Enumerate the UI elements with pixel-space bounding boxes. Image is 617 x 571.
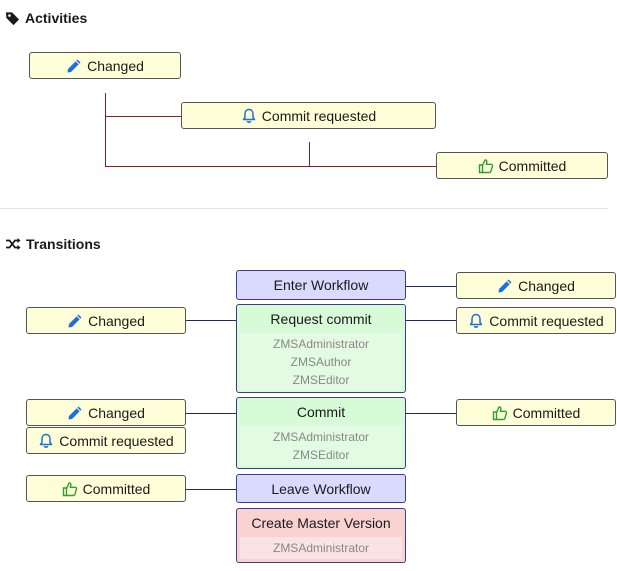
transition-connector xyxy=(405,286,456,287)
activity-label: Changed xyxy=(88,312,145,329)
role-item: ZMSAdministrator xyxy=(272,541,370,555)
transition-title: Commit xyxy=(296,404,346,420)
transition-commit[interactable]: Commit ZMSAdministrator ZMSEditor xyxy=(236,397,406,469)
bell-icon xyxy=(241,108,257,124)
activity-label: Committed xyxy=(498,157,567,174)
transition-enter-workflow[interactable]: Enter Workflow xyxy=(236,270,406,300)
commit-source-commit-requested[interactable]: Commit requested xyxy=(26,427,186,454)
enter-workflow-target-changed[interactable]: Changed xyxy=(456,272,616,299)
role-item: ZMSAuthor xyxy=(290,355,352,369)
transition-leave-workflow[interactable]: Leave Workflow xyxy=(236,474,406,503)
pencil-icon xyxy=(67,405,83,421)
activity-committed[interactable]: Committed xyxy=(436,152,608,179)
transition-connector xyxy=(185,489,237,490)
role-item: ZMSAdministrator xyxy=(272,337,370,351)
activity-label: Commit requested xyxy=(59,432,174,449)
transitions-heading: Transitions xyxy=(5,236,101,252)
transition-title: Leave Workflow xyxy=(271,480,371,497)
request-commit-target-commit-requested[interactable]: Commit requested xyxy=(456,307,616,334)
commit-source-changed[interactable]: Changed xyxy=(26,399,186,426)
activity-label: Committed xyxy=(512,404,581,421)
transition-connector xyxy=(185,320,237,321)
transition-title: Create Master Version xyxy=(251,515,391,531)
transition-connector xyxy=(405,413,456,414)
transition-connector xyxy=(185,413,237,414)
thumbs-up-icon xyxy=(492,405,508,421)
section-divider xyxy=(0,208,608,209)
pencil-icon xyxy=(67,313,83,329)
role-item: ZMSEditor xyxy=(292,448,350,462)
bell-icon xyxy=(468,313,484,329)
transition-request-commit[interactable]: Request commit ZMSAdministrator ZMSAutho… xyxy=(236,304,406,393)
activity-connector xyxy=(105,93,106,166)
transition-connector xyxy=(405,320,456,321)
thumbs-up-icon xyxy=(62,481,78,497)
activity-label: Changed xyxy=(87,57,144,74)
role-list: ZMSAdministrator ZMSEditor xyxy=(240,426,402,466)
transitions-title: Transitions xyxy=(26,236,101,252)
pencil-icon xyxy=(497,278,513,294)
bell-icon xyxy=(38,433,54,449)
role-list: ZMSAdministrator ZMSAuthor ZMSEditor xyxy=(240,333,402,391)
activity-label: Commit requested xyxy=(489,312,604,329)
activity-label: Changed xyxy=(88,404,145,421)
activity-commit-requested[interactable]: Commit requested xyxy=(181,102,436,129)
activity-connector xyxy=(105,116,181,117)
activity-label: Changed xyxy=(518,277,575,294)
tag-icon xyxy=(5,11,20,26)
transition-title: Enter Workflow xyxy=(273,277,369,293)
request-commit-source-changed[interactable]: Changed xyxy=(26,307,186,334)
transition-title: Request commit xyxy=(270,311,372,327)
leave-workflow-source-committed[interactable]: Committed xyxy=(26,475,186,502)
activities-title: Activities xyxy=(25,10,88,26)
activity-connector xyxy=(105,166,437,167)
activities-heading: Activities xyxy=(5,10,87,26)
activity-label: Committed xyxy=(82,480,151,497)
role-item: ZMSAdministrator xyxy=(272,430,370,444)
activity-label: Commit requested xyxy=(261,107,377,124)
commit-target-committed[interactable]: Committed xyxy=(456,399,616,426)
thumbs-up-icon xyxy=(478,158,494,174)
transition-create-master-version[interactable]: Create Master Version ZMSAdministrator xyxy=(236,508,406,563)
activity-connector xyxy=(309,142,310,166)
activity-changed[interactable]: Changed xyxy=(29,52,181,79)
shuffle-icon xyxy=(5,237,21,251)
pencil-icon xyxy=(66,58,82,74)
role-item: ZMSEditor xyxy=(292,373,350,387)
role-list: ZMSAdministrator xyxy=(240,537,402,559)
